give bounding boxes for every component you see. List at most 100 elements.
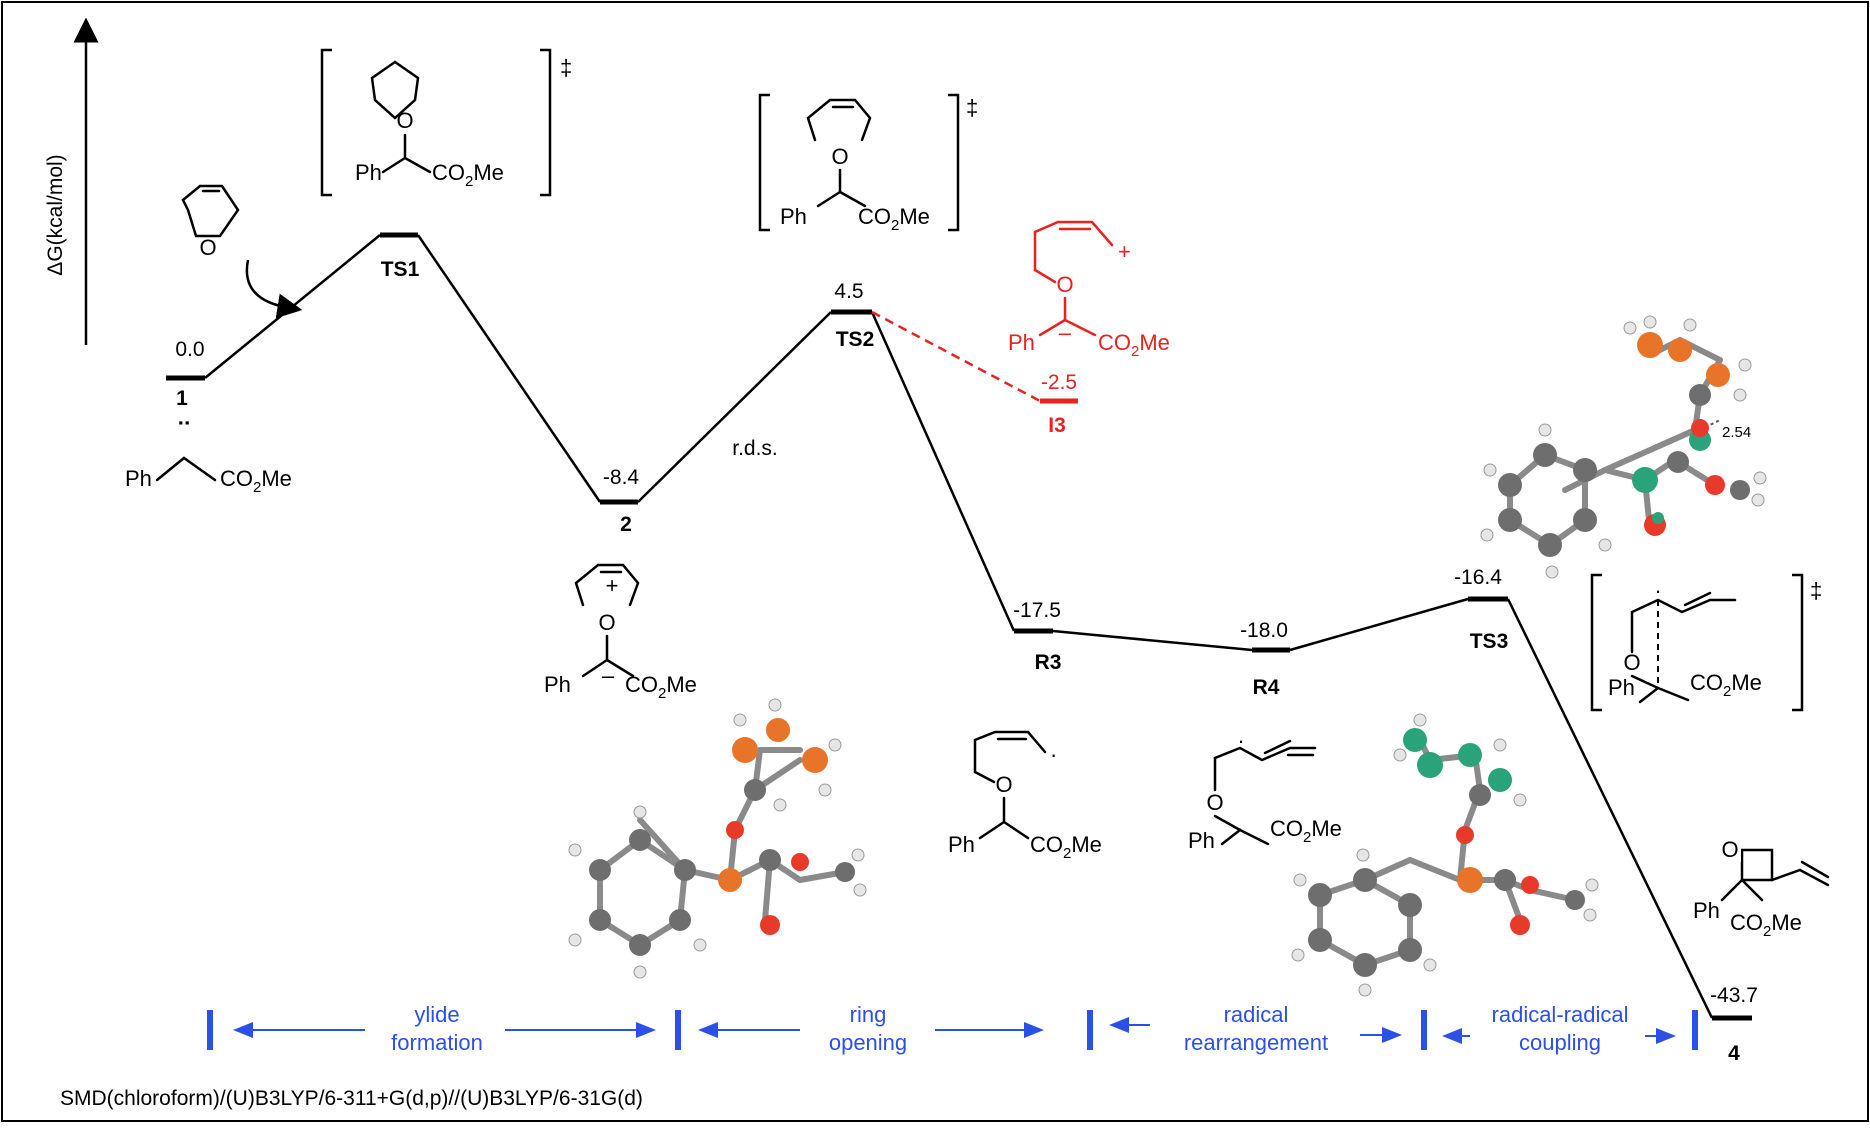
r4-chain	[1213, 739, 1317, 792]
label-2: 2	[620, 513, 632, 536]
energy-levels	[166, 232, 1752, 1021]
r3-co2me: CO2Me	[1030, 832, 1102, 862]
r3-o: O	[995, 772, 1012, 797]
ts1-ring	[370, 60, 420, 120]
phase-1-line2: formation	[391, 1030, 483, 1055]
ts3-dagger: ‡	[1810, 578, 1822, 603]
energy-axis: ΔG(kcal/mol)	[44, 17, 99, 345]
model-ylide	[568, 698, 867, 979]
oxetane-o-mask	[1721, 842, 1741, 862]
r4-co2me: CO2Me	[1270, 816, 1342, 846]
connector-ts3-4	[1506, 598, 1714, 1019]
phase-2-line2: opening	[829, 1030, 907, 1055]
oxetane-ring	[1740, 848, 1774, 882]
ts3-ph: Ph	[1608, 675, 1635, 700]
label-ts2: TS2	[836, 328, 875, 351]
oxetane-ph: Ph	[1693, 898, 1720, 923]
ts2-bonds	[816, 168, 867, 208]
value-ts3: -16.4	[1454, 566, 1502, 589]
model-ts3: 2.54	[1480, 315, 1767, 579]
ts1-bracket-left	[320, 48, 332, 197]
ts1-o: O	[396, 108, 413, 133]
ts3-distance-label: 2.54	[1722, 424, 1751, 441]
structure-r3: · O · Ph CO2Me	[948, 730, 1102, 862]
label-ts3: TS3	[1470, 630, 1509, 653]
connector-r4-ts3	[1289, 597, 1469, 652]
value-r4: -18.0	[1240, 619, 1288, 642]
structure-carbene-1: ¨ Ph CO2Me	[125, 416, 292, 496]
oxetane-o-overlay: O	[1721, 837, 1738, 862]
value-2: -8.4	[603, 466, 640, 489]
structure-i3: + O – Ph CO2Me	[1008, 220, 1170, 360]
oxetane-bonds	[1720, 860, 1830, 902]
r3-radical: ·	[1050, 742, 1057, 767]
r4-ph: Ph	[1188, 828, 1215, 853]
ts3-bonds	[1630, 674, 1690, 704]
value-i3: -2.5	[1041, 371, 1077, 394]
r3-chain	[973, 730, 1047, 774]
i3-o: O	[1056, 272, 1073, 297]
ts3-radical: ·	[1654, 578, 1661, 603]
label-i3: I3	[1048, 414, 1066, 437]
phase-4-line2: coupling	[1519, 1030, 1601, 1055]
r4-radical: ·	[1237, 728, 1244, 753]
ts1-bonds	[381, 133, 432, 174]
co2me-label: CO2Me	[220, 466, 292, 496]
carbene-bonds	[155, 456, 217, 482]
i3-ph: Ph	[1008, 330, 1035, 355]
ts1-ph: Ph	[355, 160, 382, 185]
connector-ts2-i3	[871, 310, 1041, 403]
structure-oxetane-4: O O Ph CO2Me	[1693, 837, 1830, 940]
ts2-dagger: ‡	[966, 95, 978, 120]
connector-ts1-2	[416, 234, 602, 503]
value-r3: -17.5	[1013, 599, 1061, 622]
level-labels: 1 TS1 2 TS2 I3 R3 R4 TS3 4	[176, 258, 1740, 1065]
label-4: 4	[1728, 1042, 1740, 1065]
energy-connectors	[204, 234, 1714, 1019]
i3-minus: –	[1059, 320, 1072, 345]
r4-o: O	[1206, 790, 1223, 815]
structure-ts2: ‡ O Ph CO2Me	[758, 93, 978, 234]
ts2-ph: Ph	[780, 204, 807, 229]
structure-ts1: ‡ O Ph CO2Me	[320, 48, 572, 197]
ts3-co2me: CO2Me	[1690, 670, 1762, 700]
rds-annotation: r.d.s.	[732, 437, 778, 460]
connector-r3-r4	[1052, 629, 1253, 652]
furan-o: O	[199, 235, 216, 260]
phase-1-line1: ylide	[414, 1002, 459, 1027]
ylide-ring	[574, 563, 640, 607]
ts2-ring	[806, 98, 872, 142]
r4-bonds	[1213, 814, 1270, 846]
model-r4	[1291, 713, 1599, 997]
r3-bonds	[973, 770, 1030, 840]
ts2-bracket-right	[948, 93, 960, 232]
energy-axis-label: ΔG(kcal/mol)	[44, 154, 67, 275]
structure-ts3: ‡ · O Ph CO2Me	[1590, 573, 1822, 712]
r3-ph: Ph	[948, 832, 975, 857]
connector-1-ts1	[204, 234, 381, 379]
r3-center-radical: ·	[1000, 808, 1007, 833]
lone-pair: ¨	[179, 416, 189, 449]
structure-ylide-2: + O – Ph CO2Me	[544, 563, 697, 702]
ylide-co2me: CO2Me	[625, 672, 697, 702]
ts1-bracket-right	[540, 48, 552, 197]
label-r4: R4	[1253, 676, 1280, 699]
i3-bonds	[1033, 268, 1097, 337]
label-r3: R3	[1035, 651, 1062, 674]
ts1-co2me: CO2Me	[432, 160, 504, 190]
oxetane-co2me: CO2Me	[1730, 910, 1802, 940]
ylide-o: O	[598, 610, 615, 635]
ts2-co2me: CO2Me	[858, 204, 930, 234]
phase-indicators: ylide formation ring opening radical rea…	[207, 1002, 1698, 1055]
ylide-minus: –	[602, 663, 615, 688]
ts2-o: O	[831, 144, 848, 169]
label-ts1: TS1	[381, 258, 420, 281]
ylide-plus: +	[606, 573, 619, 598]
addition-arrow	[245, 259, 303, 319]
structure-dihydrofuran: O	[181, 184, 303, 319]
energy-values: 0.0 -8.4 4.5 -2.5 -17.5 -18.0 -16.4 -43.…	[175, 280, 1758, 1007]
i3-chain	[1033, 220, 1114, 272]
value-4: -43.7	[1710, 984, 1758, 1007]
